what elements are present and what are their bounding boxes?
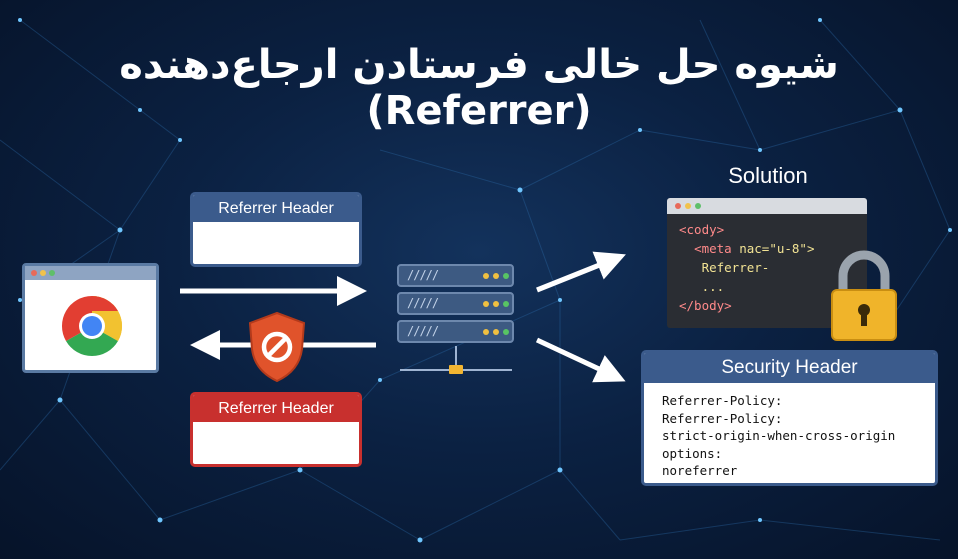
server-unit: ///// (397, 264, 514, 287)
request-referrer-header-label: Referrer Header (193, 195, 359, 222)
code-window-title-bar (667, 198, 867, 214)
security-header-line: Referrer-Policy: (662, 410, 783, 426)
security-header-line: Referrer-Policy: (662, 393, 783, 408)
code-line-text: nac="u-8"> (731, 241, 815, 256)
shield-block-icon (248, 311, 306, 383)
security-header-line: noreferrer (662, 463, 738, 478)
security-header-lines: Referrer-Policy: Referrer-Policy: strict… (644, 383, 935, 480)
browser-window (22, 263, 159, 373)
server-unit: ///// (397, 292, 514, 315)
code-line-text: ... (701, 279, 725, 294)
browser-title-bar (25, 266, 156, 280)
server-unit: ///// (397, 320, 514, 343)
solution-title: Solution (728, 163, 808, 188)
security-header-line: options: (662, 445, 723, 461)
code-line-tag: </body> (679, 298, 732, 313)
code-lines: <cody> <meta nac="u-8"> Referrer- ... </… (667, 214, 867, 315)
response-referrer-header-label: Referrer Header (193, 395, 359, 422)
code-line-tag: <meta (694, 241, 732, 256)
security-header-line: strict-origin-when-cross-origin (662, 428, 896, 443)
security-header-title: Security Header (644, 353, 935, 383)
padlock-icon (831, 250, 897, 341)
page-title: شیوه حل خالی فرستادن ارجاع‌دهنده (Referr… (119, 42, 839, 134)
code-line-tag: <cody> (679, 222, 725, 237)
request-referrer-header-box: Referrer Header (190, 192, 362, 267)
response-referrer-header-box: Referrer Header (190, 392, 362, 467)
security-header-box: Security Header Referrer-Policy: Referre… (641, 350, 938, 486)
chrome-icon (61, 296, 123, 357)
code-line-text: Referrer- (701, 260, 770, 275)
